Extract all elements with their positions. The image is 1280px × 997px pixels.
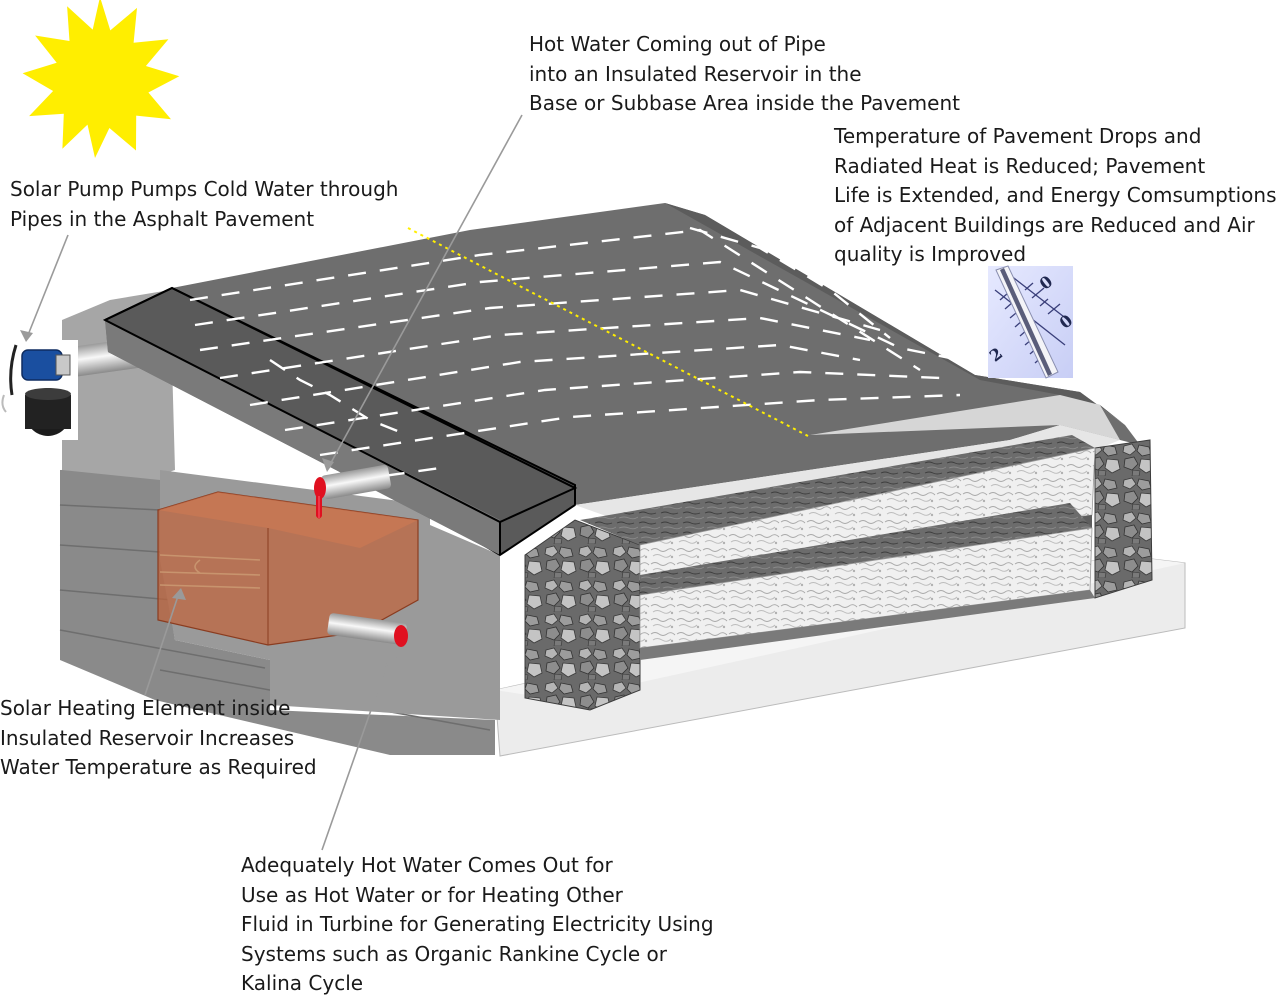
callout-line: Use as Hot Water or for Heating Other <box>241 882 623 907</box>
callout-line: Kalina Cycle <box>241 971 364 995</box>
gravel-base-front <box>524 519 641 711</box>
callout-solar-pump: Solar Pump Pumps Cold Water through Pipe… <box>10 175 398 234</box>
callout-temperature-drop: Temperature of Pavement Drops and Radiat… <box>834 122 1277 270</box>
callout-line: Life is Extended, and Energy Comsumption… <box>834 183 1277 207</box>
callout-line: Insulated Reservoir Increases <box>0 725 295 750</box>
callout-line: Adequately Hot Water Comes Out for <box>241 853 613 877</box>
sun-icon <box>22 0 180 158</box>
gravel-base-back <box>1094 439 1153 599</box>
callout-line: Temperature of Pavement Drops and <box>834 124 1202 148</box>
callout-line: Fluid in Turbine for Generating Electric… <box>241 912 714 936</box>
thermometer-icon: 0 0 2 <box>986 265 1076 379</box>
outlet-pipe <box>327 613 408 647</box>
callout-line: Radiated Heat is Reduced; Pavement <box>834 153 1206 178</box>
insulated-reservoir <box>157 491 419 646</box>
callout-line: Base or Subbase Area inside the Pavement <box>529 91 960 115</box>
hot-water-pipe <box>314 464 391 519</box>
callout-line: into an Insulated Reservoir in the <box>529 61 862 86</box>
solar-pump-icon <box>0 340 78 440</box>
embedded-pipe-dashes <box>189 226 961 482</box>
callout-hot-water-pipe: Hot Water Coming out of Pipe into an Ins… <box>529 30 960 119</box>
callout-heating-element: Solar Heating Element inside Insulated R… <box>0 694 317 783</box>
callout-line: quality is Improved <box>834 242 1027 266</box>
callout-line: Systems such as Organic Rankine Cycle or <box>241 941 668 966</box>
callout-line: Pipes in the Asphalt Pavement <box>10 206 315 231</box>
callout-hot-water-outlet: Adequately Hot Water Comes Out for Use a… <box>241 851 714 997</box>
heating-element <box>159 554 261 589</box>
leader-lines <box>25 114 523 851</box>
callout-line: Solar Heating Element inside <box>0 696 291 720</box>
callout-line: Solar Pump Pumps Cold Water through <box>10 177 399 201</box>
callout-line: Hot Water Coming out of Pipe <box>529 32 826 56</box>
callout-line: of Adjacent Buildings are Reduced and Ai… <box>834 212 1255 237</box>
callout-line: Water Temperature as Required <box>0 755 317 779</box>
